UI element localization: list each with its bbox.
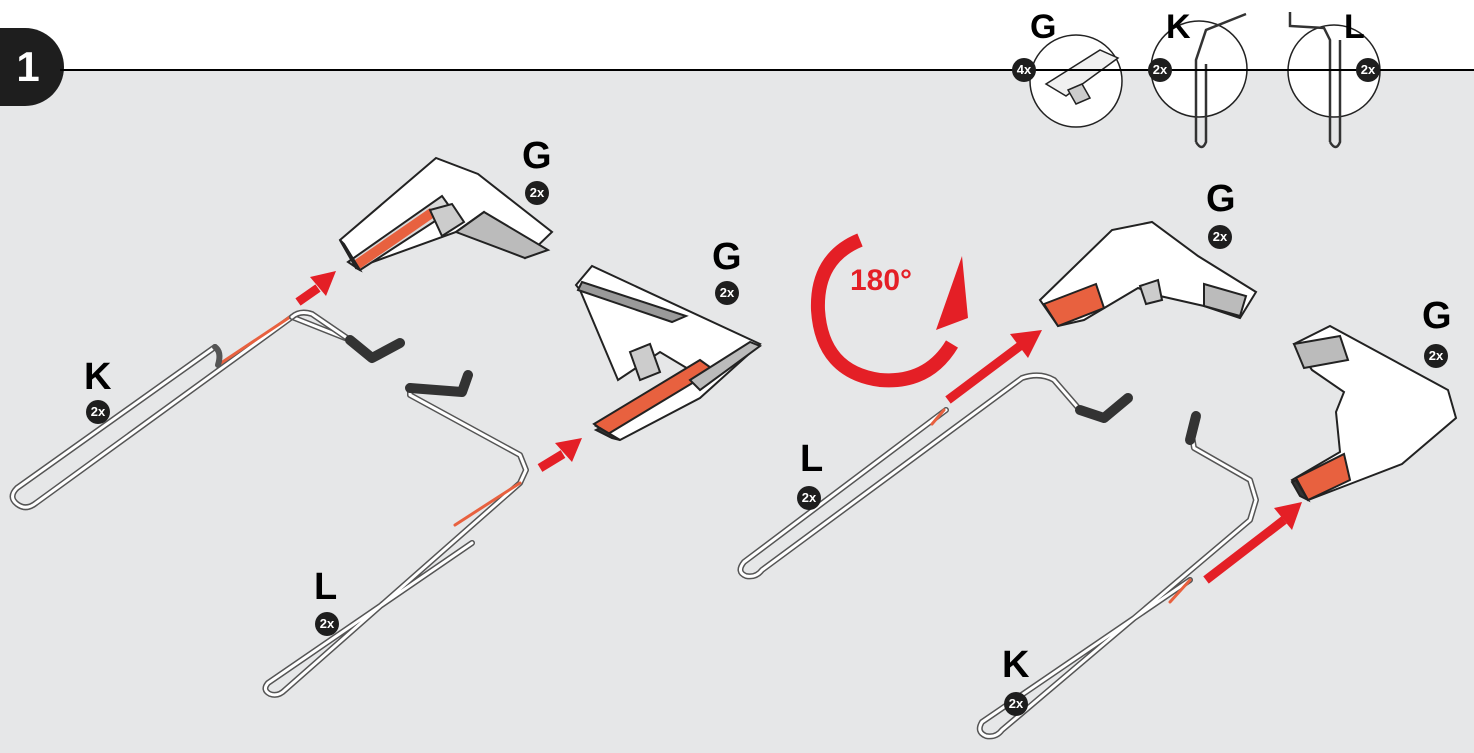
step-number: 1: [16, 43, 39, 91]
legend-count-g: 4x: [1012, 58, 1036, 82]
legend-g-circle: [1030, 35, 1122, 127]
count-l-left: 2x: [315, 612, 339, 636]
legend-letter-g: G: [1030, 10, 1056, 44]
label-g-right-mid: G: [1422, 297, 1452, 335]
legend-count-k: 2x: [1148, 58, 1172, 82]
count-k-right: 2x: [1004, 692, 1028, 716]
label-l-left: L: [314, 568, 337, 606]
legend-letter-k: K: [1166, 10, 1191, 44]
label-g-left-top: G: [522, 137, 552, 175]
count-l-right: 2x: [797, 486, 821, 510]
label-k-right: K: [1002, 646, 1029, 684]
count-g-right-mid: 2x: [1424, 344, 1448, 368]
label-k-left: K: [84, 358, 111, 396]
label-g-right-top: G: [1206, 180, 1236, 218]
legend-count-l: 2x: [1356, 58, 1380, 82]
header-rule: [60, 69, 1474, 71]
count-g-left-mid: 2x: [715, 281, 739, 305]
label-l-right: L: [800, 440, 823, 478]
label-g-left-mid: G: [712, 238, 742, 276]
legend-letter-l: L: [1344, 10, 1365, 44]
count-k-left: 2x: [86, 400, 110, 424]
count-g-left-top: 2x: [525, 181, 549, 205]
rotation-label: 180°: [850, 264, 912, 298]
count-g-right-top: 2x: [1208, 225, 1232, 249]
panel-background: [0, 69, 1474, 753]
